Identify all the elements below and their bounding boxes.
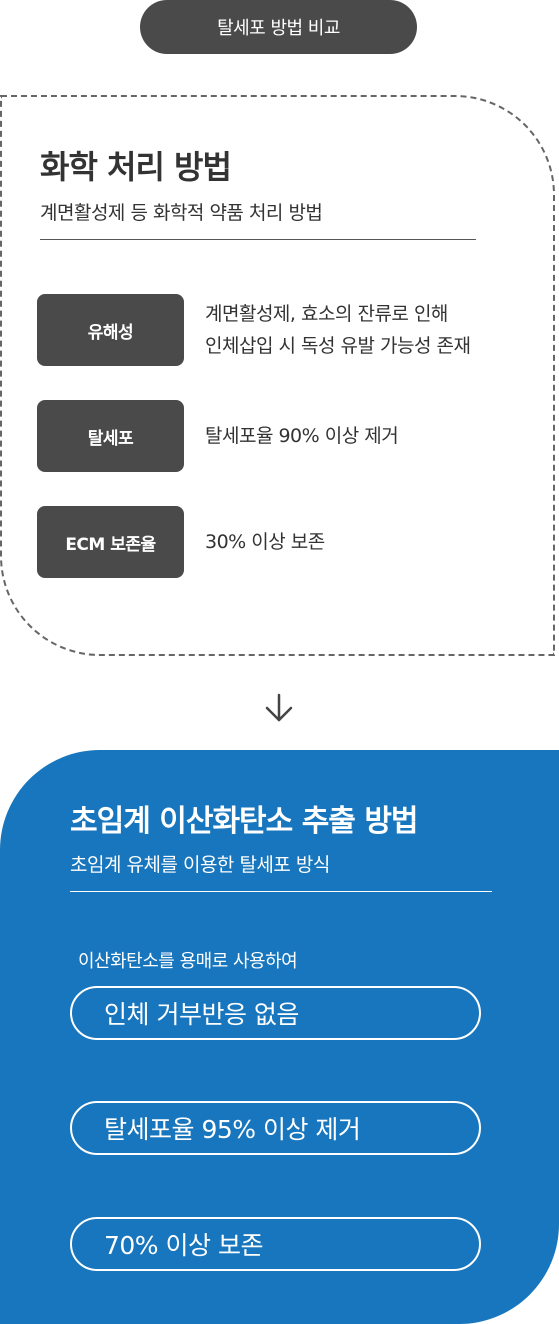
no-rejection-item: 인체 거부반응 없음 (70, 986, 481, 1040)
toxicity-desc-line2: 인체삽입 시 독성 유발 가능성 존재 (205, 335, 471, 357)
supercritical-divider (70, 891, 492, 892)
chemical-method-subtitle: 계면활성제 등 화학적 약품 처리 방법 (40, 202, 323, 224)
preservation-rate-item: 70% 이상 보존 (70, 1217, 481, 1271)
decellularization-description: 탈세포율 90% 이상 제거 (205, 425, 399, 447)
ecm-preservation-label: ECM 보존율 (37, 506, 184, 578)
ecm-preservation-description: 30% 이상 보존 (205, 531, 325, 553)
comparison-title-badge: 탈세포 방법 비교 (140, 0, 417, 54)
toxicity-label: 유해성 (37, 294, 184, 366)
toxicity-description: 계면활성제, 효소의 잔류로 인해 인체삽입 시 독성 유발 가능성 존재 (205, 298, 471, 362)
toxicity-desc-line1: 계면활성제, 효소의 잔류로 인해 (205, 303, 448, 325)
chemical-method-panel (0, 95, 555, 656)
supercritical-note: 이산화탄소를 용매로 사용하여 (78, 951, 298, 972)
chemical-method-title: 화학 처리 방법 (40, 148, 232, 186)
arrow-down-icon (265, 693, 293, 722)
supercritical-method-title: 초임계 이산화탄소 추출 방법 (70, 804, 419, 839)
chemical-divider (40, 239, 476, 240)
decellularization-label: 탈세포 (37, 400, 184, 472)
decellularization-rate-item: 탈세포율 95% 이상 제거 (70, 1101, 481, 1155)
supercritical-method-subtitle: 초임계 유체를 이용한 탈세포 방식 (70, 854, 330, 876)
